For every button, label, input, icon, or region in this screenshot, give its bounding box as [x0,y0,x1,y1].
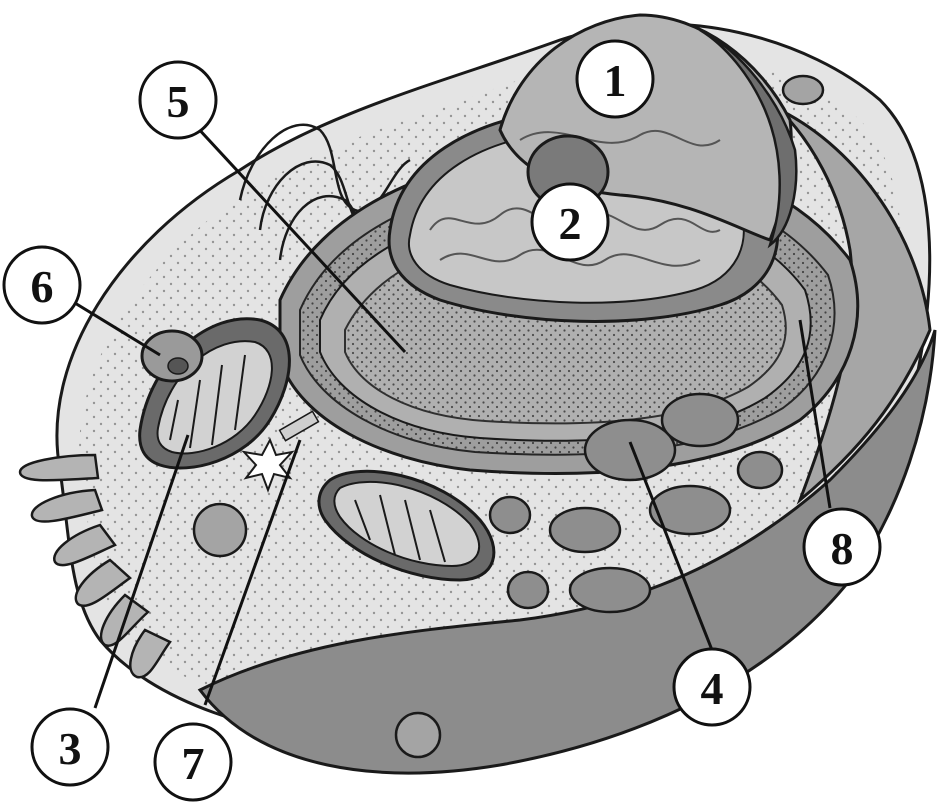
callout-label-6: 6 [31,261,54,312]
golgi-vesicles [488,392,784,614]
callout-2: 2 [530,182,610,262]
centriole [241,410,320,493]
vacuoles [192,74,825,759]
lysosome [140,329,204,383]
callout-label-3: 3 [59,723,82,774]
callout-3: 3 [30,707,110,787]
callout-8: 8 [802,507,882,587]
callout-1: 1 [575,39,655,119]
leader-line-3 [93,434,190,709]
callout-5: 5 [138,60,218,140]
leader-lines [69,123,832,709]
callout-7: 7 [153,722,233,802]
mitochondrion-center [317,469,496,582]
callout-6: 6 [2,245,82,325]
leader-line-4 [628,441,714,651]
membrane-fold [197,329,937,775]
leader-line-6 [69,298,161,357]
callout-label-1: 1 [604,55,627,106]
callout-label-5: 5 [167,76,190,127]
callout-label-2: 2 [559,198,582,249]
leader-line-7 [203,439,302,706]
callout-label-8: 8 [831,523,854,574]
callout-label-7: 7 [182,738,205,789]
leader-line-8 [798,319,832,509]
leader-line-5 [193,123,407,354]
callout-4: 4 [672,647,752,727]
callout-label-4: 4 [701,663,724,714]
